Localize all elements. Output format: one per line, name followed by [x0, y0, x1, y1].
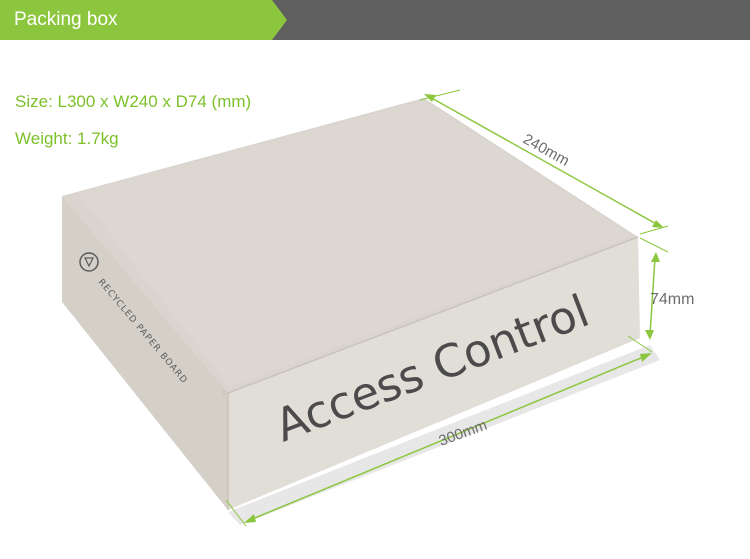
box-shadow — [228, 345, 660, 525]
depth-label: 74mm — [650, 291, 694, 308]
header-bar: Packing box — [0, 0, 750, 40]
depth-dimension: 74mm — [639, 237, 694, 340]
page-title: Packing box — [14, 9, 118, 30]
box-front-face — [228, 237, 640, 510]
box-lid — [78, 100, 632, 387]
box-left-face — [62, 196, 228, 510]
recycle-logo-icon — [79, 252, 99, 272]
header-background — [0, 0, 750, 40]
weight-spec: Weight: 1.7kg — [15, 129, 119, 148]
size-spec: Size: L300 x W240 x D74 (mm) — [15, 92, 252, 111]
width-label: 240mm — [520, 131, 572, 170]
